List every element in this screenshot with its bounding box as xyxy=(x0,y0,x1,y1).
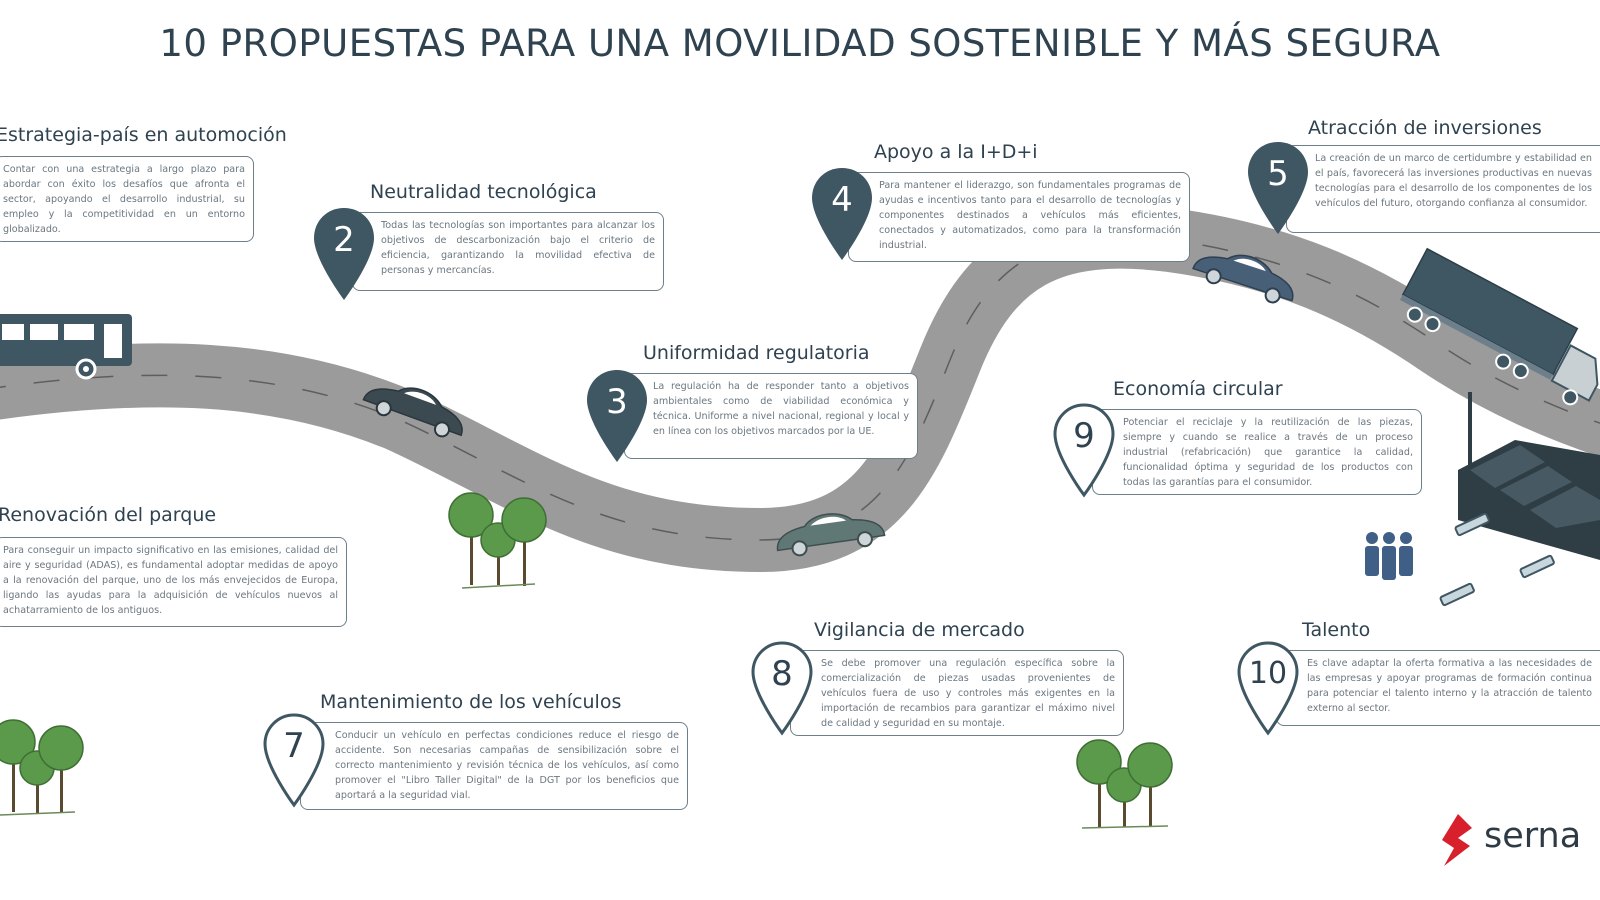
pin-marker: 7 xyxy=(262,712,326,808)
proposal-heading: Uniformidad regulatoria xyxy=(643,342,870,364)
pin-marker: 9 xyxy=(1052,402,1116,498)
logo-text: serna xyxy=(1484,816,1582,856)
proposal-text: Es clave adaptar la oferta formativa a l… xyxy=(1276,650,1600,726)
pin-marker: 3 xyxy=(585,368,649,464)
proposal-heading: Economía circular xyxy=(1113,378,1283,400)
road-center-line xyxy=(0,235,1600,541)
pin-number: 10 xyxy=(1248,656,1288,691)
proposal-text: Contar con una estrategia a largo plazo … xyxy=(0,156,254,242)
factory-icon xyxy=(1439,392,1600,607)
brand-logo: serna xyxy=(1440,812,1600,872)
pin-marker: 5 xyxy=(1246,140,1310,236)
logo-mark-icon xyxy=(1442,814,1472,866)
proposal-text: La regulación ha de responder tanto a ob… xyxy=(624,373,918,459)
truck-icon xyxy=(1400,247,1599,406)
pin-number: 7 xyxy=(283,726,305,766)
car-icon xyxy=(776,513,886,557)
proposal-heading: Atracción de inversiones xyxy=(1308,117,1542,139)
pin-marker: 8 xyxy=(750,640,814,736)
tree-icon xyxy=(448,492,547,589)
proposal-text: Conducir un vehículo en perfectas condic… xyxy=(300,722,688,810)
proposal-heading: Renovación del parque xyxy=(0,504,217,526)
page-title: 10 PROPUESTAS PARA UNA MOVILIDAD SOSTENI… xyxy=(159,22,1441,65)
pin-number: 3 xyxy=(606,382,628,422)
proposal-heading: Mantenimiento de los vehículos xyxy=(320,691,622,713)
proposal-text: La creación de un marco de certidumbre y… xyxy=(1286,145,1600,233)
tree-icon xyxy=(0,719,84,816)
pin-number: 2 xyxy=(333,220,355,260)
proposal-text: Para mantener el liderazgo, son fundamen… xyxy=(848,172,1190,262)
pin-number: 8 xyxy=(771,654,793,694)
tree-icon xyxy=(1076,739,1173,829)
bus-icon xyxy=(0,314,132,380)
pin-marker: 2 xyxy=(312,206,376,302)
proposal-text: Para conseguir un impacto significativo … xyxy=(0,537,347,627)
pin-marker: 10 xyxy=(1236,640,1300,736)
proposal-heading: Talento xyxy=(1302,619,1371,641)
proposal-heading: Estrategia-país en automoción xyxy=(0,124,287,146)
people-icon xyxy=(1365,532,1413,580)
proposal-text: Potenciar el reciclaje y la reutilizació… xyxy=(1092,409,1422,495)
pin-number: 4 xyxy=(831,180,853,220)
pin-number: 5 xyxy=(1267,154,1289,194)
pin-marker: 4 xyxy=(810,166,874,262)
car-icon xyxy=(362,387,463,438)
proposal-heading: Apoyo a la I+D+i xyxy=(874,141,1038,163)
proposal-heading: Neutralidad tecnológica xyxy=(370,181,597,203)
pin-number: 9 xyxy=(1073,416,1095,456)
proposal-heading: Vigilancia de mercado xyxy=(814,619,1025,641)
proposal-text: Se debe promover una regulación específi… xyxy=(790,650,1124,736)
car-icon xyxy=(1192,254,1294,304)
proposal-text: Todas las tecnologías son importantes pa… xyxy=(352,212,664,291)
